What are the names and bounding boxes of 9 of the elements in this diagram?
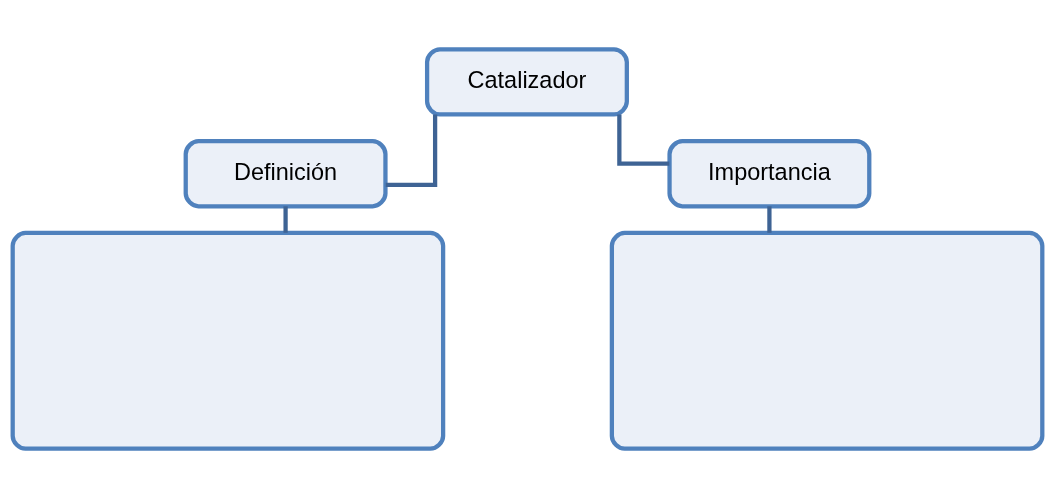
- connector: [767, 206, 772, 233]
- node-box: Definición: [183, 139, 388, 209]
- node-box: [609, 230, 1045, 451]
- connector: [385, 114, 438, 188]
- node-box: [10, 230, 446, 451]
- node-box: Catalizador: [424, 47, 629, 117]
- connector: [283, 206, 288, 233]
- node-box: Importancia: [667, 139, 872, 209]
- connector: [617, 114, 670, 166]
